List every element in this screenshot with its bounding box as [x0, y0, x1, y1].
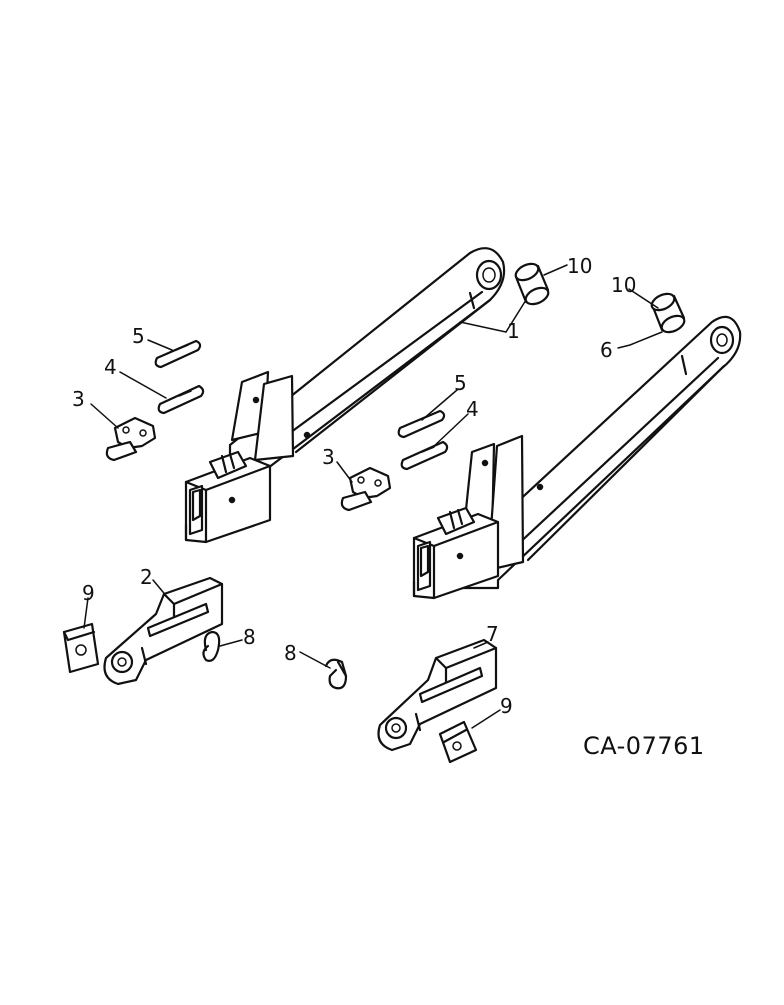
plate-4-right	[400, 440, 449, 471]
callout-7: 7	[486, 622, 499, 646]
bushing-10-right	[650, 292, 686, 334]
callout-2: 2	[140, 565, 153, 589]
callout-4-left: 4	[104, 355, 117, 379]
callout-5-left: 5	[132, 324, 145, 348]
lift-arm-1	[184, 247, 506, 544]
pin-8-left	[202, 630, 221, 662]
callout-6: 6	[600, 338, 613, 362]
lift-arm-6	[412, 315, 742, 600]
bushing-10-left	[514, 262, 550, 306]
bracket-9-left	[62, 622, 100, 674]
callout-10-left: 10	[567, 254, 592, 278]
bracket-9-right	[438, 720, 478, 764]
callout-9-left: 9	[82, 581, 95, 605]
plate-5-left	[154, 339, 202, 369]
callout-9-right: 9	[500, 694, 513, 718]
latch-3-right	[340, 466, 392, 512]
callout-10-right: 10	[611, 273, 636, 297]
callouts: 1 2 3 3 4 4 5 5 6 7 8 8 9 9 10 10	[72, 254, 636, 718]
figure-code: CA-07761	[583, 732, 705, 760]
callout-8-left: 8	[243, 625, 256, 649]
hook-end-7	[377, 638, 498, 752]
latch-3-left	[105, 416, 157, 462]
plate-4-left	[157, 384, 205, 415]
callout-1: 1	[507, 319, 520, 343]
callout-5-right: 5	[454, 371, 467, 395]
callout-4-right: 4	[466, 397, 479, 421]
leader-lines	[83, 264, 663, 729]
callout-3-left: 3	[72, 387, 85, 411]
callout-3-right: 3	[322, 445, 335, 469]
hook-end-2	[103, 576, 224, 686]
plate-5-right	[397, 409, 446, 439]
pin-8-right	[324, 658, 348, 690]
callout-8-right: 8	[284, 641, 297, 665]
